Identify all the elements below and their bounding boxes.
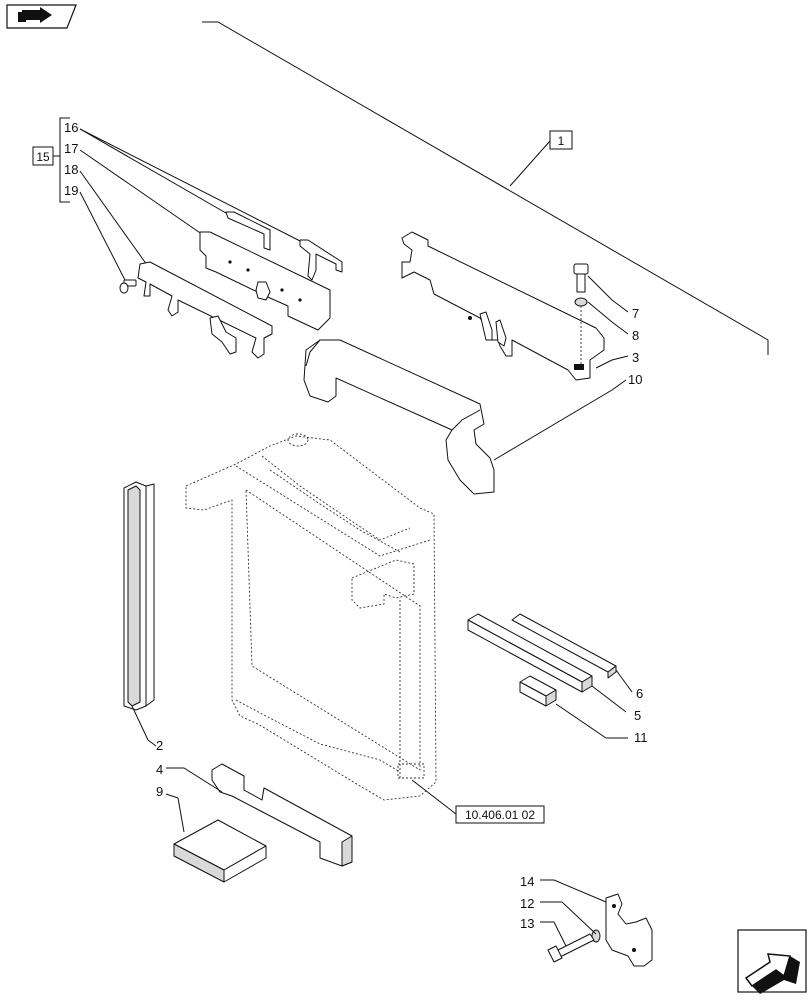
reference-link[interactable]: 10.406.01 02: [465, 808, 535, 822]
part-13-bolt: [547, 933, 595, 963]
callout-19: 19: [64, 183, 78, 198]
part-2-seal-strip: [123, 481, 155, 741]
leader-10: [493, 379, 627, 461]
leader-3: [595, 355, 629, 369]
callout-10: 10: [628, 372, 642, 387]
callout-13: 13: [520, 916, 534, 931]
leader-1: [509, 140, 551, 187]
bracket-15: [59, 117, 70, 203]
callout-18: 18: [64, 162, 78, 177]
part-17-plate: [199, 231, 331, 331]
leader-9: [165, 793, 185, 833]
leader-18: [79, 170, 153, 273]
part-18-rail: [137, 261, 273, 359]
part-8-washer: [574, 297, 588, 307]
leader-12: [540, 901, 597, 935]
leader-17: [79, 149, 223, 249]
callout-4: 4: [156, 762, 163, 777]
callout-16: 16: [64, 120, 78, 135]
part-10-foam-seal: [303, 339, 495, 495]
callout-7: 7: [632, 306, 639, 321]
callout-12: 12: [520, 896, 534, 911]
part-5-foam-bar: [467, 613, 593, 693]
part-16-brackets: [225, 211, 343, 281]
callout-1: 1: [558, 134, 565, 148]
leader-11: [555, 703, 628, 739]
leader-16a: [79, 128, 253, 229]
leader-7: [587, 275, 629, 313]
callout-9: 9: [156, 784, 163, 799]
part-6-foam-bar: [511, 613, 617, 679]
callout-3: 3: [632, 350, 639, 365]
callout-11: 11: [634, 730, 648, 745]
part-4-foam-wedge: [211, 763, 353, 867]
leader-5: [591, 685, 627, 713]
leader-19: [79, 191, 128, 285]
leader-6: [615, 669, 633, 693]
leader-14: [540, 879, 607, 903]
book-arrow-icon[interactable]: [6, 4, 77, 29]
leader-8: [587, 301, 629, 335]
callout-14: 14: [520, 874, 534, 889]
part-9-foam-pad: [173, 819, 267, 883]
callout-5: 5: [634, 708, 641, 723]
part-12-washer: [591, 929, 601, 943]
leader-16b: [79, 128, 307, 245]
callout-box-1: [549, 130, 573, 150]
leader-13: [540, 921, 567, 947]
callout-6: 6: [636, 686, 643, 701]
part-7-bolt: [573, 263, 589, 293]
leader-1-main: [202, 21, 769, 355]
reference-box[interactable]: [455, 805, 545, 824]
radiator-assembly-ghost: [185, 433, 437, 801]
part-3-shroud-plate: [401, 231, 605, 381]
callout-2: 2: [156, 738, 163, 753]
part-19-screw: [119, 279, 137, 294]
leader-2: [147, 739, 157, 747]
leader-reference: [411, 779, 457, 815]
part-11-foam-block: [519, 675, 557, 707]
callout-8: 8: [632, 328, 639, 343]
leader-4: [166, 767, 223, 793]
part-14-bracket: [605, 893, 653, 967]
callout-15: 15: [36, 150, 50, 164]
callout-17: 17: [64, 141, 78, 156]
next-page-arrow-icon[interactable]: [737, 929, 807, 994]
